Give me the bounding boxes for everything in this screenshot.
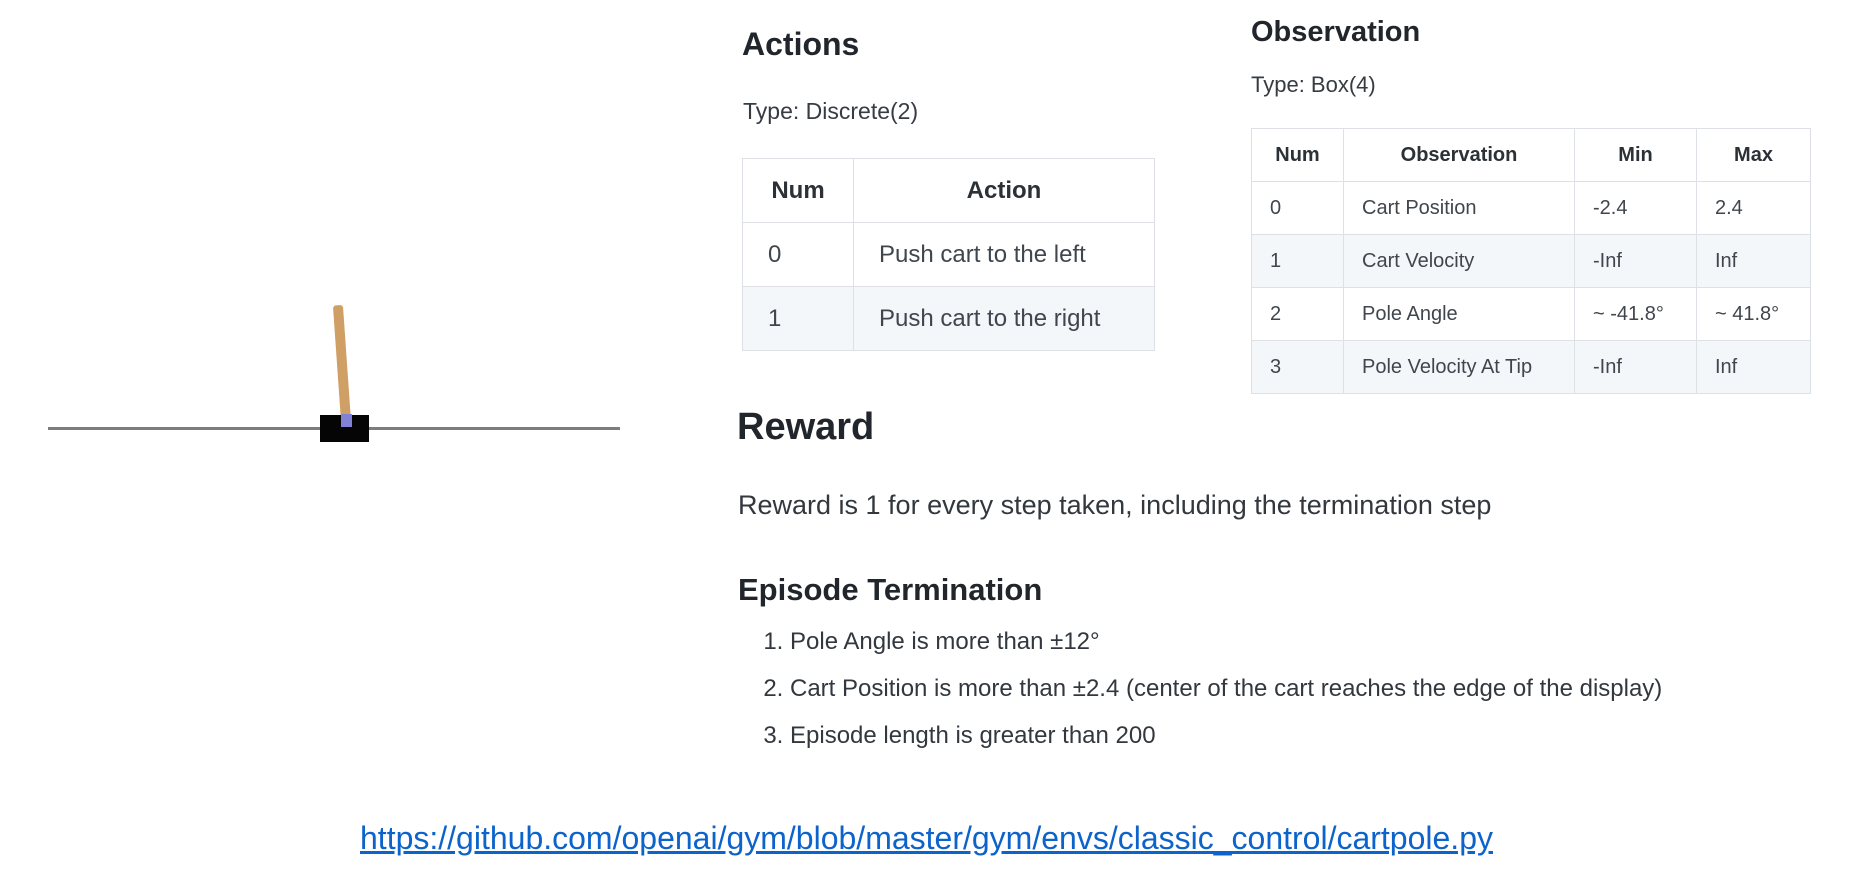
list-item: Episode length is greater than 200: [790, 722, 1662, 750]
reward-heading: Reward: [737, 406, 875, 448]
cartpole-pole: [332, 304, 351, 422]
cartpole-axle: [341, 414, 352, 427]
obs-cell-min: -2.4: [1574, 181, 1697, 235]
obs-cell-max: Inf: [1696, 234, 1811, 288]
obs-cell-max: 2.4: [1696, 181, 1811, 235]
actions-header-num: Num: [742, 158, 854, 223]
actions-table: Num Action 0 Push cart to the left 1 Pus…: [742, 158, 1155, 351]
obs-cell-observation: Cart Position: [1343, 181, 1575, 235]
episode-termination-heading: Episode Termination: [738, 572, 1043, 607]
observation-heading: Observation: [1251, 16, 1421, 48]
actions-cell-num: 1: [742, 286, 854, 351]
reward-text: Reward is 1 for every step taken, includ…: [738, 490, 1492, 520]
observation-header-num: Num: [1251, 128, 1344, 182]
observation-header-observation: Observation: [1343, 128, 1575, 182]
observation-header-min: Min: [1574, 128, 1697, 182]
obs-cell-min: -Inf: [1574, 234, 1697, 288]
obs-cell-max: ~ 41.8°: [1696, 287, 1811, 341]
table-row: 0 Cart Position -2.4 2.4: [1251, 181, 1811, 235]
obs-cell-num: 2: [1251, 287, 1344, 341]
table-row: 0 Push cart to the left: [742, 222, 1155, 287]
obs-cell-max: Inf: [1696, 340, 1811, 394]
observation-header-max: Max: [1696, 128, 1811, 182]
list-item: Pole Angle is more than ±12°: [790, 628, 1662, 656]
observation-table-header-row: Num Observation Min Max: [1251, 128, 1811, 182]
table-row: 1 Push cart to the right: [742, 286, 1155, 351]
obs-cell-min: -Inf: [1574, 340, 1697, 394]
actions-heading: Actions: [742, 26, 860, 62]
table-row: 3 Pole Velocity At Tip -Inf Inf: [1251, 340, 1811, 394]
obs-cell-observation: Pole Velocity At Tip: [1343, 340, 1575, 394]
actions-header-action: Action: [853, 158, 1155, 223]
obs-cell-observation: Cart Velocity: [1343, 234, 1575, 288]
table-row: 2 Pole Angle ~ -41.8° ~ 41.8°: [1251, 287, 1811, 341]
source-link-row: https://github.com/openai/gym/blob/maste…: [0, 820, 1853, 857]
github-source-link[interactable]: https://github.com/openai/gym/blob/maste…: [360, 820, 1493, 856]
obs-cell-num: 1: [1251, 234, 1344, 288]
obs-cell-min: ~ -41.8°: [1574, 287, 1697, 341]
actions-cell-action: Push cart to the left: [853, 222, 1155, 287]
actions-cell-action: Push cart to the right: [853, 286, 1155, 351]
obs-cell-observation: Pole Angle: [1343, 287, 1575, 341]
obs-cell-num: 3: [1251, 340, 1344, 394]
actions-table-header-row: Num Action: [742, 158, 1155, 223]
obs-cell-num: 0: [1251, 181, 1344, 235]
observation-table: Num Observation Min Max 0 Cart Position …: [1251, 128, 1811, 394]
actions-type-label: Type: Discrete(2): [743, 98, 919, 124]
episode-termination-list: Pole Angle is more than ±12° Cart Positi…: [742, 628, 1662, 769]
actions-cell-num: 0: [742, 222, 854, 287]
table-row: 1 Cart Velocity -Inf Inf: [1251, 234, 1811, 288]
list-item: Cart Position is more than ±2.4 (center …: [790, 675, 1662, 703]
observation-type-label: Type: Box(4): [1251, 72, 1376, 97]
